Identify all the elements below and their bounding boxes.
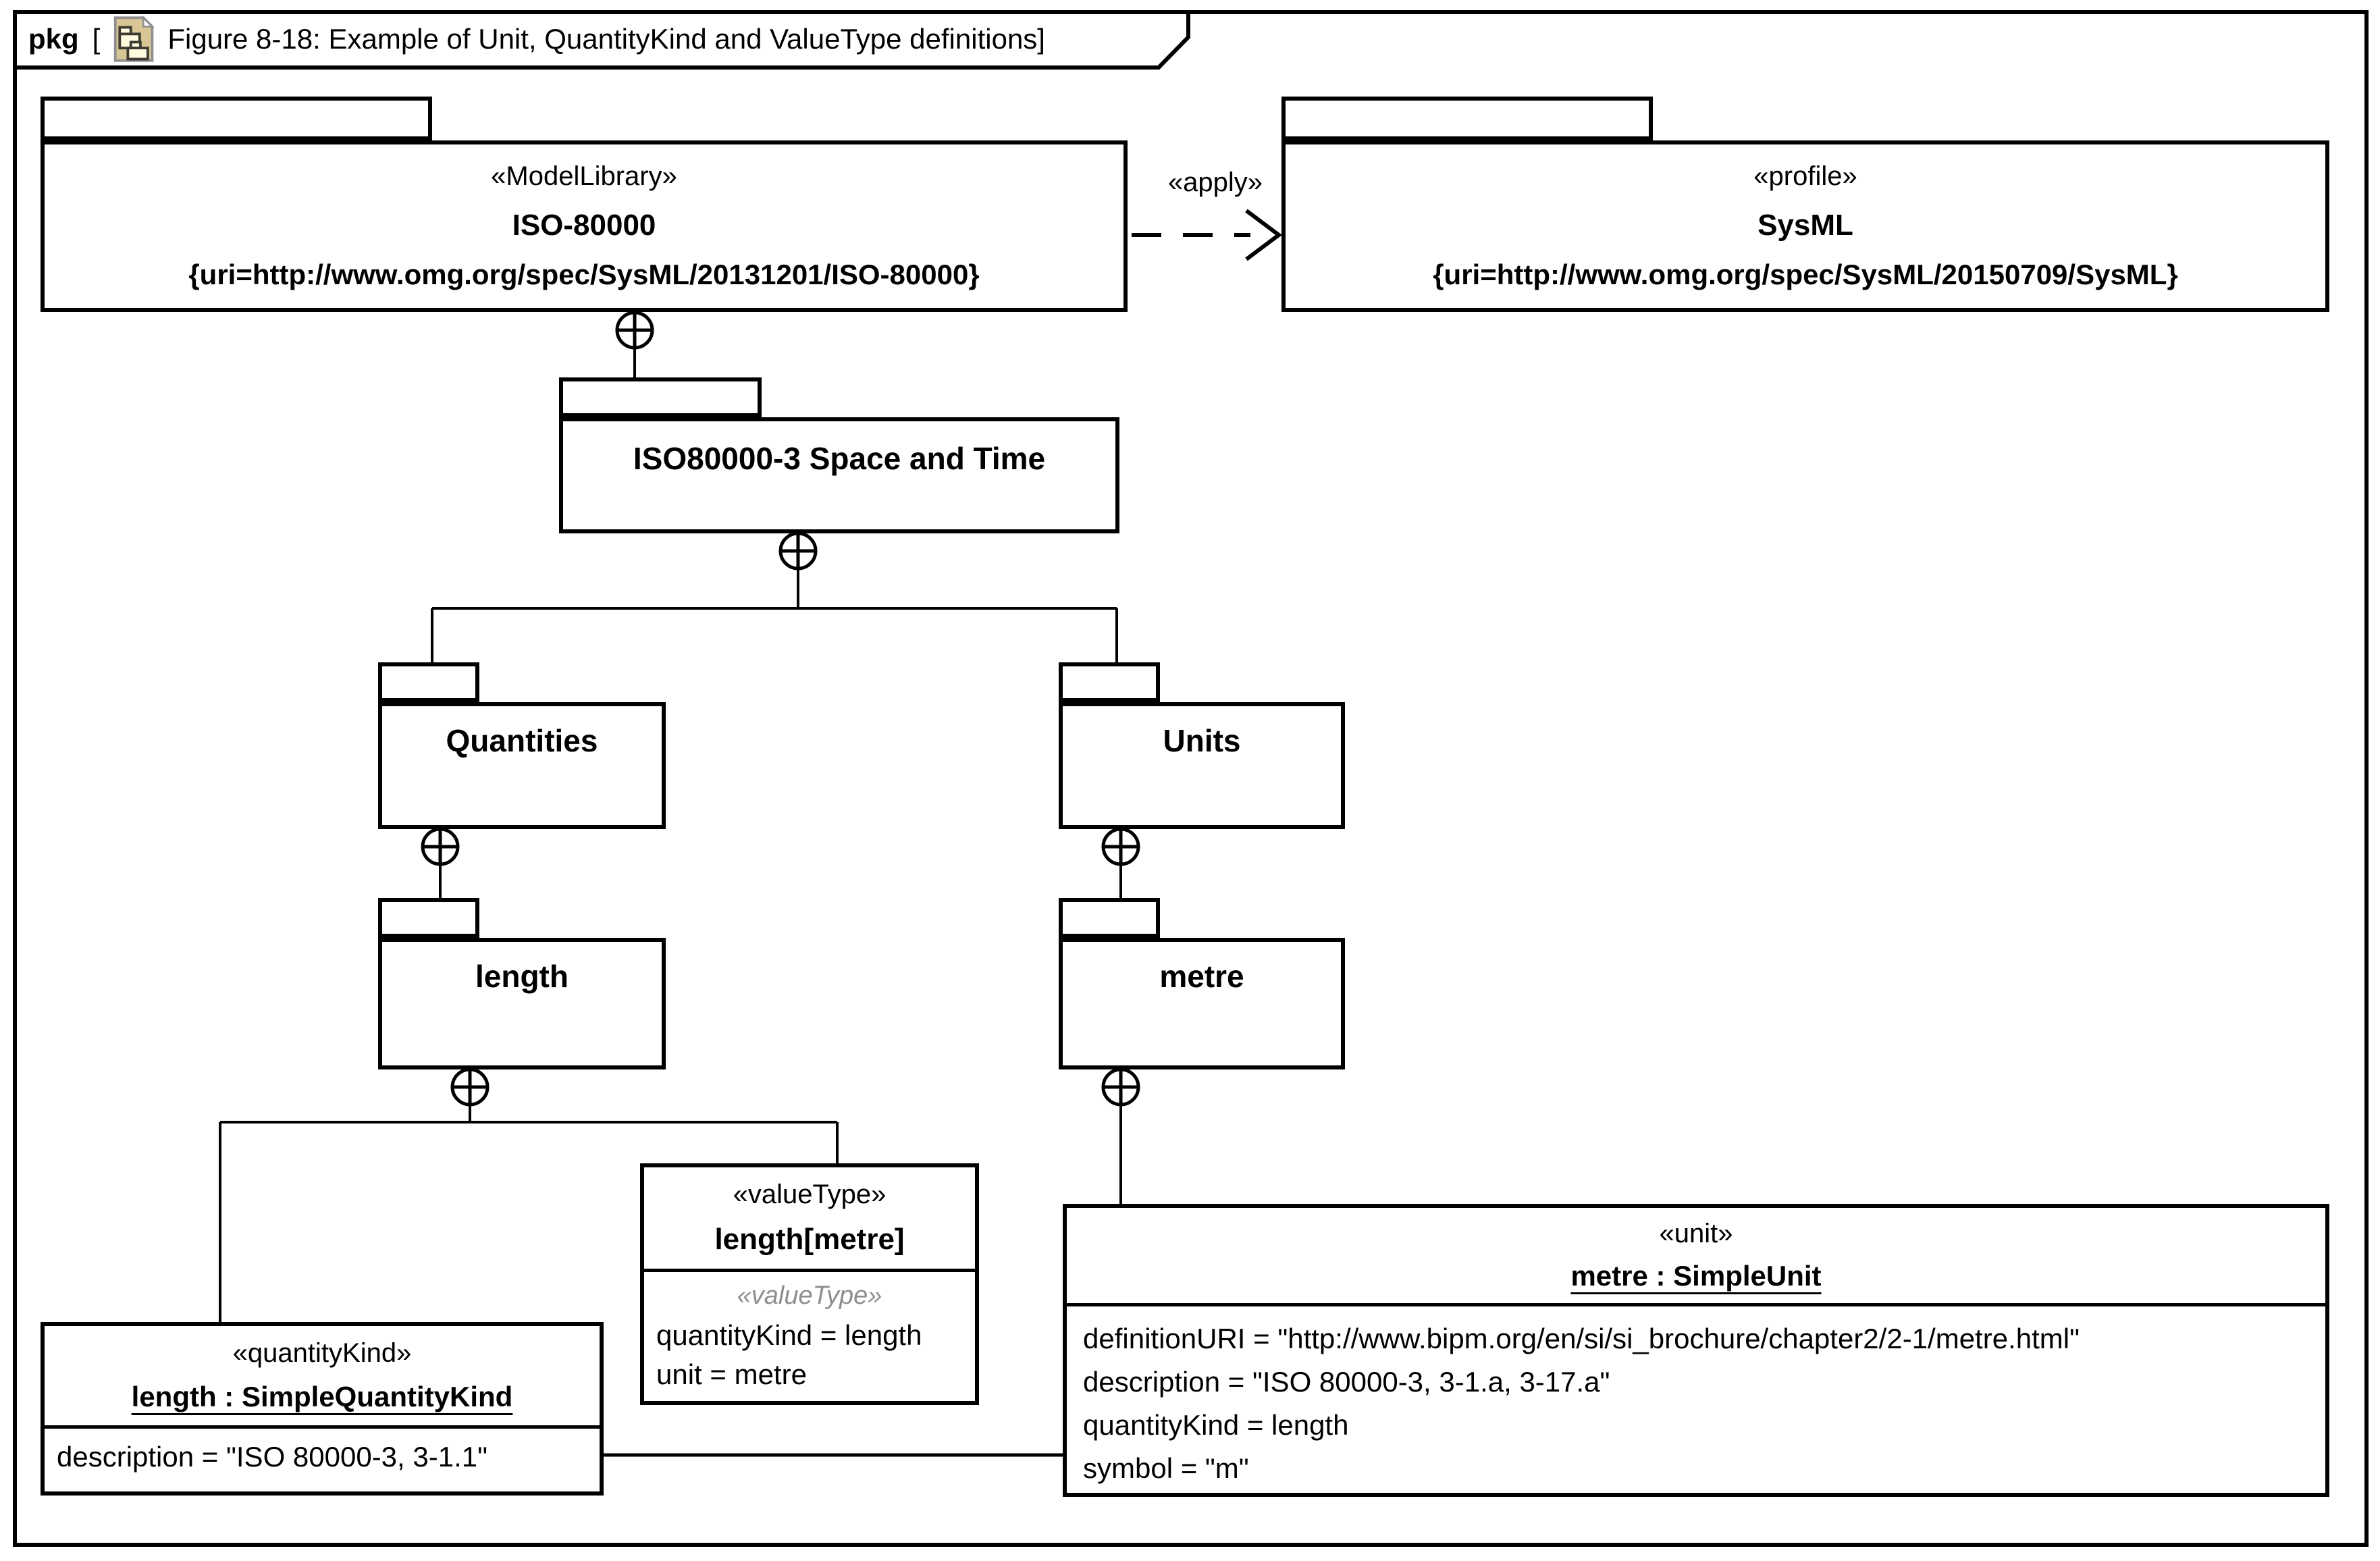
package-quantities[interactable]: Quantities [378,702,666,829]
diagram-frame-border [13,10,2369,1547]
package-length-tab[interactable] [378,898,479,938]
valuetype-name: length[metre] [714,1222,905,1256]
package-metre[interactable]: metre [1059,938,1345,1069]
package-stereotype: «ModelLibrary» [491,161,677,191]
package-spacetime[interactable]: ISO80000-3 Space and Time [559,417,1119,533]
attribute-line: quantityKind = length [1083,1409,1349,1441]
frame-title: Figure 8-18: Example of Unit, QuantityKi… [167,23,1038,55]
containment-link-units-metre[interactable] [1101,827,1140,898]
attribute-line: symbol = "m" [1083,1452,1249,1484]
package-name: Units [1163,723,1241,758]
package-metre-tab[interactable] [1059,898,1160,938]
valuetype-stereotype: «valueType» [733,1180,887,1210]
package-name: SysML [1757,208,1853,242]
containment-link-quantities-length[interactable] [421,827,460,898]
package-stereotype: «profile» [1753,161,1857,191]
containment-link-metre-unit[interactable] [1101,1067,1140,1204]
package-sysml[interactable]: «profile» SysML {uri=http://www.omg.org/… [1281,140,2329,312]
package-units[interactable]: Units [1059,702,1345,829]
apply-dependency-edge[interactable] [1132,209,1282,261]
package-diagram-icon [114,16,155,62]
package-iso80000-tab[interactable] [41,97,432,140]
attribute-line: description = "ISO 80000-3, 3-1.a, 3-17.… [1083,1366,1610,1398]
open-arrowhead-icon [1245,209,1282,261]
frame-name-tab-shape [13,10,1190,70]
package-name: ISO80000-3 Space and Time [633,441,1046,476]
package-name: metre [1159,959,1244,994]
valuetype-inner-stereotype: «valueType» [737,1281,882,1310]
package-name: length [475,959,568,994]
quantitykind-name: length : SimpleQuantityKind [131,1381,513,1412]
containment-link-iso80000-spacetime[interactable] [615,311,654,377]
frame-header: pkg [ Figure 8-18: Example of Unit, Quan… [28,15,1045,63]
package-length[interactable]: length [378,938,666,1069]
package-units-tab[interactable] [1059,662,1160,702]
quantitykind-box[interactable]: «quantityKind» length : SimpleQuantityKi… [41,1322,604,1496]
unit-name: metre : SimpleUnit [1570,1260,1822,1292]
containment-link-length-children[interactable] [219,1067,839,1322]
attribute-line: description = "ISO 80000-3, 3-1.1" [57,1441,488,1473]
unit-stereotype: «unit» [1659,1219,1733,1248]
package-name: Quantities [446,723,598,758]
package-spacetime-tab[interactable] [559,377,762,417]
frame-close-bracket: ] [1037,23,1045,55]
frame-kind-label: pkg [28,23,79,55]
package-sysml-tab[interactable] [1281,97,1653,140]
quantitykind-stereotype: «quantityKind» [232,1338,412,1368]
valuetype-box[interactable]: «valueType» length[metre] «valueType» qu… [640,1163,979,1405]
containment-link-spacetime-children[interactable] [431,531,1118,662]
frame-open-bracket: [ [92,23,101,55]
package-uri: {uri=http://www.omg.org/spec/SysML/20131… [188,259,980,291]
attribute-line: definitionURI = "http://www.bipm.org/en/… [1083,1323,2080,1354]
package-name: ISO-80000 [512,208,656,242]
unit-box[interactable]: «unit» metre : SimpleUnit definitionURI … [1063,1204,2329,1497]
attribute-line: unit = metre [656,1358,807,1390]
apply-stereotype-label: «apply» [1167,167,1263,197]
package-uri: {uri=http://www.omg.org/spec/SysML/20150… [1433,259,2178,291]
attribute-line: quantityKind = length [656,1319,922,1351]
package-quantities-tab[interactable] [378,662,479,702]
package-iso80000[interactable]: «ModelLibrary» ISO-80000 {uri=http://www… [41,140,1128,312]
